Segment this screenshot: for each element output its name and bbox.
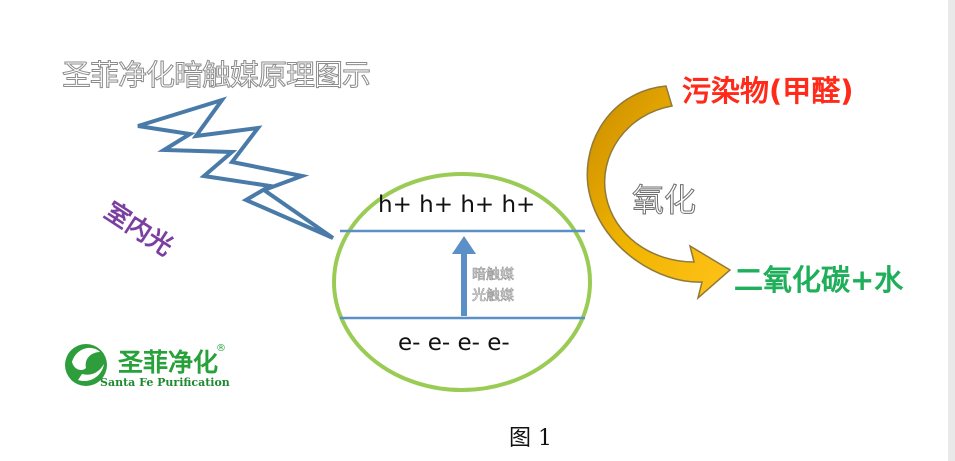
diagram-title: 圣菲净化暗触媒原理图示 (61, 58, 371, 93)
dark-catalyst-label: 暗触媒 (472, 267, 515, 284)
lightning-bolt-icon (137, 96, 335, 240)
logo-name: 圣菲净化 (118, 348, 219, 377)
logo-english-name: Santa Fe Purification (100, 376, 230, 389)
product-label: 二氧化碳+水 (734, 263, 904, 297)
registered-mark: ® (216, 343, 226, 354)
photo-catalyst-label: 光触媒 (472, 288, 515, 305)
excitation-arrow-head (452, 236, 476, 254)
right-border (948, 0, 955, 461)
curved-arrow-icon (586, 85, 732, 301)
valence-band-holes: h+ h+ h+ h+ (378, 192, 536, 218)
conduction-band-electrons: e- e- e- e- (398, 330, 510, 356)
pollutant-label: 污染物(甲醛) (682, 74, 854, 108)
oxidation-label: 氧化 (631, 181, 697, 220)
figure-caption: 图 1 (509, 426, 552, 451)
logo-mark-icon (65, 344, 107, 386)
